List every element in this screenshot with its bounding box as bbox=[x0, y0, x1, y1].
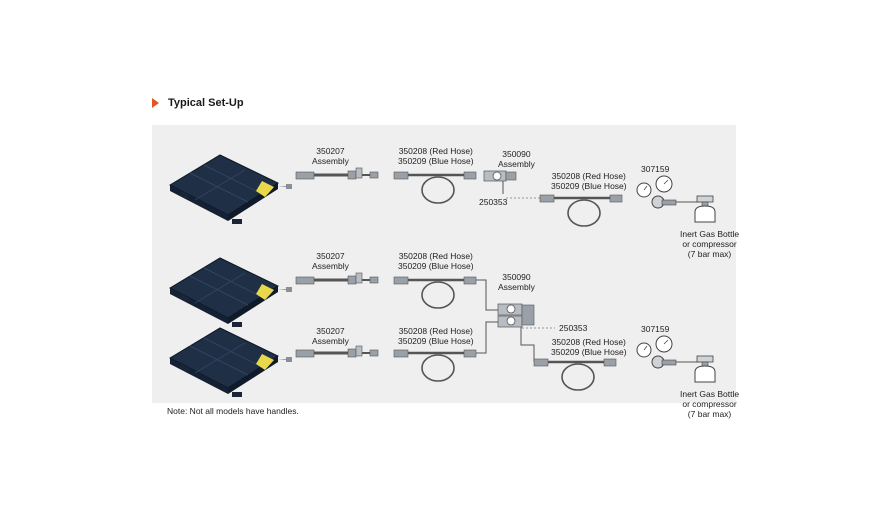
regulator-307159-bottom bbox=[636, 335, 677, 369]
regulator-label-top: 307159 bbox=[641, 164, 670, 174]
hose-1 bbox=[392, 170, 478, 205]
section-heading: Typical Set-Up bbox=[152, 97, 244, 109]
hose-label-4: 350208 (Red Hose)350209 (Blue Hose) bbox=[398, 326, 474, 346]
valve-label-top: 250353 bbox=[479, 197, 508, 207]
controller-350090-top bbox=[483, 170, 517, 194]
lifting-bag-3 bbox=[169, 327, 293, 398]
hose-4 bbox=[392, 348, 478, 383]
gas-bottle-top bbox=[694, 195, 716, 223]
hose-label-3: 350208 (Red Hose)350209 (Blue Hose) bbox=[398, 251, 474, 271]
assembly-350207-3 bbox=[294, 344, 380, 359]
hose-2 bbox=[538, 193, 624, 228]
lifting-bag-1 bbox=[169, 154, 293, 225]
gas-bottle-bottom bbox=[694, 355, 716, 383]
regulator-label-bottom: 307159 bbox=[641, 324, 670, 334]
lifting-bag-2 bbox=[169, 257, 293, 328]
bullet-icon bbox=[152, 98, 159, 108]
hose-label-2: 350208 (Red Hose)350209 (Blue Hose) bbox=[551, 171, 627, 191]
handles-note: Note: Not all models have handles. bbox=[167, 406, 299, 416]
hose-3 bbox=[392, 275, 478, 310]
hose-5 bbox=[532, 357, 618, 392]
hose-label-5: 350208 (Red Hose)350209 (Blue Hose) bbox=[551, 337, 627, 357]
dual-controller-350090 bbox=[476, 279, 555, 362]
hose-label-1: 350208 (Red Hose)350209 (Blue Hose) bbox=[398, 146, 474, 166]
regulator-307159-top bbox=[636, 175, 677, 209]
heading-text: Typical Set-Up bbox=[168, 97, 244, 109]
assembly-350207-2 bbox=[294, 271, 380, 286]
valve-label-bottom: 250353 bbox=[559, 323, 588, 333]
assembly-350207-1 bbox=[294, 166, 380, 181]
